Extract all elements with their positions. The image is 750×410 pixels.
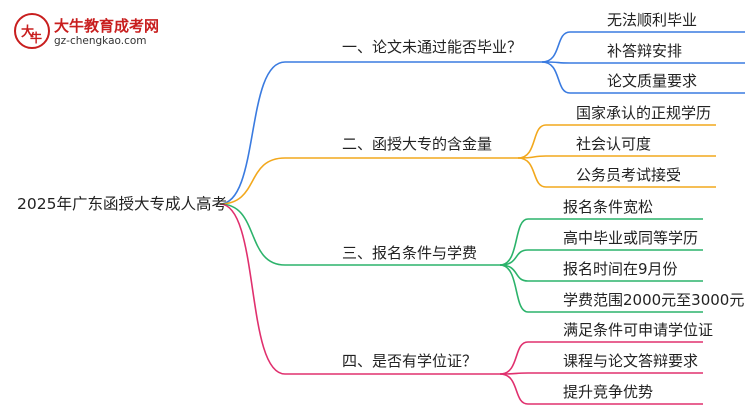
branch-4-child-1-connector — [499, 341, 703, 375]
branch-4-label: 四、是否有学位证？ — [342, 352, 478, 370]
branch-1-child-1: 无法顺利毕业 — [607, 11, 698, 29]
branch-2-connector — [219, 157, 518, 205]
logo-emblem-char-2: 牛 — [30, 31, 43, 45]
branch-2-child-3-connector — [517, 157, 716, 188]
branch-2-child-1-connector — [517, 124, 716, 159]
site-logo: 大 牛 大牛教育成考网 gz-chengkao.com — [14, 13, 164, 55]
logo-emblem-char-1: 大 — [21, 25, 35, 40]
branch-4-child-2-connector — [499, 372, 703, 375]
branch-4-child-1: 满足条件可申请学位证 — [563, 321, 714, 339]
branch-3-child-2-connector — [499, 249, 703, 266]
branch-1-connector — [219, 61, 542, 205]
branch-3-child-2: 高中毕业或同等学历 — [563, 229, 699, 247]
branch-2-child-3: 公务员考试接受 — [576, 166, 682, 184]
branch-1-child-2: 补答辩安排 — [607, 42, 683, 60]
branch-4-child-2: 课程与论文答辩要求 — [563, 352, 699, 370]
branch-1-child-2-connector — [541, 61, 745, 64]
branch-3-child-4-connector — [499, 264, 703, 313]
branch-3-child-1-connector — [499, 218, 703, 266]
branch-4-child-3: 提升竞争优势 — [563, 383, 654, 401]
branch-1-label: 一、论文未通过能否毕业？ — [342, 38, 523, 56]
branch-4-child-3-connector — [499, 373, 703, 405]
branch-3-label: 三、报名条件与学费 — [342, 244, 478, 262]
logo-title: 大牛教育成考网 — [54, 17, 160, 35]
root-node: 2025年广东函授大专成人高考 — [17, 195, 227, 213]
branch-2-child-2-connector — [517, 155, 716, 159]
branch-2-child-1: 国家承认的正规学历 — [576, 104, 712, 122]
branch-2-child-2: 社会认可度 — [576, 135, 652, 153]
logo-emblem: 大 牛 — [14, 13, 50, 49]
logo-url: gz-chengkao.com — [54, 35, 147, 47]
branch-1-child-3-connector — [541, 61, 745, 94]
branch-3-child-3: 报名时间在9月份 — [563, 260, 678, 278]
branch-1-child-1-connector — [541, 31, 745, 63]
branch-3-connector — [219, 203, 500, 266]
branch-4-connector — [219, 203, 500, 375]
branch-1-child-3: 论文质量要求 — [607, 72, 698, 90]
branch-2-label: 二、函授大专的含金量 — [342, 135, 493, 153]
branch-3-child-1: 报名条件宽松 — [563, 198, 654, 216]
branch-3-child-4: 学费范围2000元至3000元 — [563, 291, 745, 309]
